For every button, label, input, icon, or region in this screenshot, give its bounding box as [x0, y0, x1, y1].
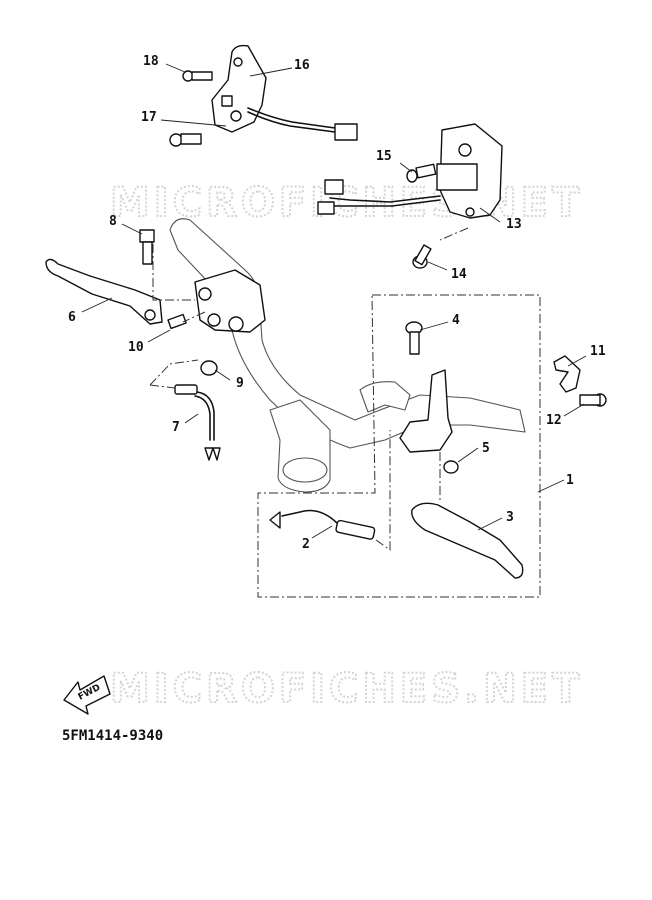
callout-4: 4	[452, 313, 460, 328]
callout-11: 11	[590, 344, 606, 359]
part-3-clutch-lever	[411, 502, 524, 579]
part-16-switch-bracket	[211, 44, 358, 141]
part-4-bolt	[405, 321, 423, 355]
part-2-clutch-switch	[269, 509, 376, 540]
watermark-bottom: MICROFICHES.NET	[110, 666, 583, 712]
part-7-brake-switch	[174, 384, 221, 461]
part-12-bolt	[579, 393, 607, 407]
callout-5: 5	[482, 441, 490, 456]
part-5-nut	[443, 460, 459, 474]
callout-1: 1	[566, 473, 574, 488]
clutch-lever-holder	[399, 369, 453, 453]
callout-10: 10	[128, 340, 144, 355]
part-6-brake-lever	[45, 258, 163, 325]
lever-assembly-box	[257, 294, 541, 598]
callout-15: 15	[376, 149, 392, 164]
callout-13: 13	[506, 217, 522, 232]
callout-3: 3	[506, 510, 514, 525]
part-10-spring	[167, 313, 187, 330]
part-13-handlebar-switch	[317, 123, 503, 219]
callout-17: 17	[141, 110, 157, 125]
part-17-bolt	[169, 133, 202, 147]
part-8-lever-bolt	[139, 229, 155, 265]
callout-18: 18	[143, 54, 159, 69]
callout-2: 2	[302, 537, 310, 552]
part-14-screw	[412, 244, 432, 269]
callouts: 1 2 3 4 5 6 7 8 9 10 11 12 13 14 15 16 1…	[68, 54, 606, 552]
callout-6: 6	[68, 310, 76, 325]
callout-12: 12	[546, 413, 562, 428]
part-15-bolt	[406, 163, 437, 183]
callout-7: 7	[172, 420, 180, 435]
part-18-bolt	[182, 70, 213, 82]
part-11-clamp	[553, 355, 581, 393]
fwd-arrow-icon: FWD	[63, 675, 111, 715]
callout-9: 9	[236, 376, 244, 391]
part-9-nut	[200, 360, 218, 376]
leader-lines	[81, 63, 587, 551]
callout-14: 14	[451, 267, 467, 282]
lever-holder	[194, 269, 266, 333]
callout-8: 8	[109, 214, 117, 229]
diagram-code: 5FM1414-9340	[62, 728, 163, 744]
handlebar	[169, 218, 526, 493]
callout-16: 16	[294, 58, 310, 73]
